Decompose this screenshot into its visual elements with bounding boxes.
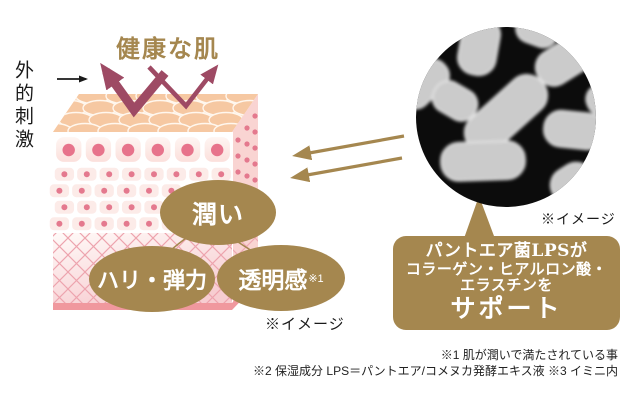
bounce-arrows-icon (100, 62, 219, 118)
lps-callout-bubble: パントエア菌LPSが コラーゲン・ヒアルロン酸・ エラスチンを サポート (393, 236, 620, 330)
external-stimulus-label: 外的刺激 (12, 60, 33, 152)
callout-pointer (462, 196, 497, 244)
benefit-clarity-label: 透明感 (238, 267, 308, 294)
benefit-oval-clarity: 透明感※1 (217, 245, 345, 311)
micrograph-image-note: ※イメージ (541, 211, 616, 227)
callout-line-2: コラーゲン・ヒアルロン酸・ (405, 259, 608, 278)
benefit-moisture-label: 潤い (191, 199, 244, 229)
callout-emphasis: サポート (450, 294, 563, 324)
lps-transfer-arrows-icon (290, 134, 405, 183)
bacteria-micrograph (416, 27, 596, 207)
benefit-oval-firmness: ハリ・弾力 (89, 246, 215, 312)
benefit-oval-moisture: 潤い (160, 180, 276, 245)
skin-image-note: ※イメージ (265, 316, 345, 333)
benefit-firmness-label: ハリ・弾力 (96, 268, 207, 294)
footnote-2: ※2 保湿成分 LPS＝パントエア/コメヌカ発酵エキス液 ※3 イミニ内 (253, 363, 618, 378)
benefit-clarity-footnote-ref: ※1 (308, 272, 324, 285)
footnotes: ※1 肌が潤いで満たされている事 ※2 保湿成分 LPS＝パントエア/コメヌカ発… (253, 348, 618, 380)
callout-line-1: パントエア菌LPSが (425, 240, 588, 261)
footnote-1: ※1 肌が潤いで満たされている事 (440, 348, 618, 362)
callout-line-3: エラスチンを (460, 276, 553, 295)
skin-top-surface (53, 94, 258, 132)
healthy-skin-label: 健康な肌 (116, 34, 220, 63)
